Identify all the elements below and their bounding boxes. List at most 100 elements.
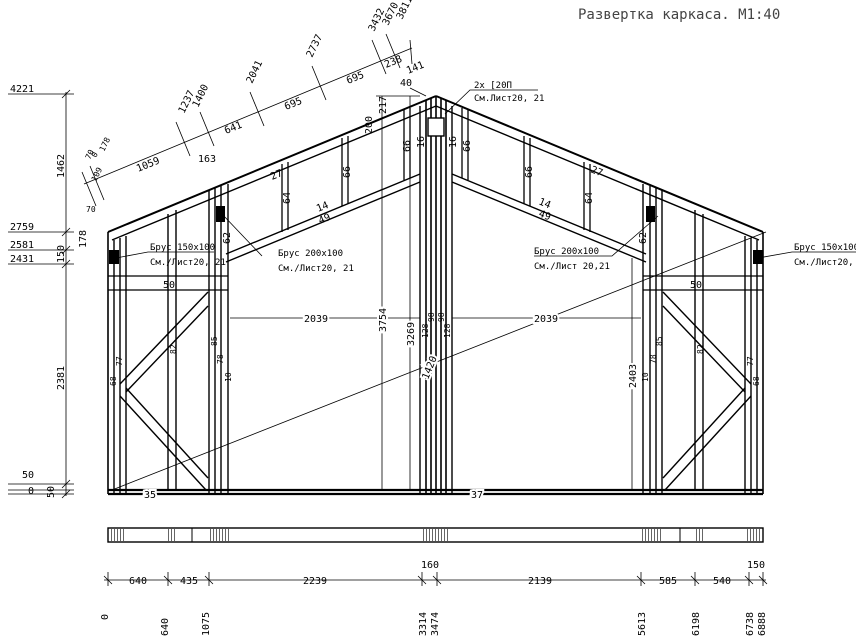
dim-150: 150 xyxy=(56,245,67,263)
callout-brus-inner-right-line1: Брус 200х100 xyxy=(534,247,599,257)
elev-0: 0 xyxy=(28,486,34,497)
seg-640: 640 xyxy=(129,576,147,587)
roof-dim-238: 238 xyxy=(383,54,404,71)
roof-dim-3811: 3811 xyxy=(395,0,415,21)
callout-brus-inner-right-line2: См./Лист 20,21 xyxy=(534,262,610,272)
dim-2381: 2381 xyxy=(56,366,67,390)
label-l49: 49 xyxy=(317,212,332,227)
callout-brus-right-line1: Брус 150х100 xyxy=(794,243,856,253)
seg-150: 150 xyxy=(747,560,765,571)
pos-6198: 6198 xyxy=(691,612,702,636)
label-r62: 62 xyxy=(638,232,649,244)
roof-dim-1059: 1059 xyxy=(135,156,161,175)
roof-dimension-lines xyxy=(81,33,413,207)
pos-640: 640 xyxy=(160,618,171,636)
seg-585: 585 xyxy=(659,576,677,587)
seg-160: 160 xyxy=(421,560,439,571)
label-r64: 64 xyxy=(584,192,595,204)
seg-2139: 2139 xyxy=(528,576,552,587)
label-r77: 77 xyxy=(746,356,755,366)
bottom-position-labels: 0 640 1075 3314 3474 5613 6198 6738 6888 xyxy=(100,612,768,636)
label-r10: 10 xyxy=(641,372,650,382)
label-r82: 82 xyxy=(696,344,705,354)
label-l27: 27 xyxy=(269,168,284,183)
label-r78: 78 xyxy=(649,354,658,364)
elev-2431: 2431 xyxy=(10,254,34,265)
label-l64: 64 xyxy=(282,192,293,204)
pos-3314: 3314 xyxy=(418,612,429,636)
label-200: 200 xyxy=(364,116,375,134)
pos-3474: 3474 xyxy=(430,612,441,636)
label-c128a: 128 xyxy=(421,323,430,338)
callout-brus-left-line1: Брус 150х100 xyxy=(150,243,215,253)
callout-brus-inner-left-line1: Брус 200х100 xyxy=(278,249,343,259)
callout-brus-inner-left-line2: См./Лист20, 21 xyxy=(278,264,354,274)
label-c98a: 98 xyxy=(427,312,436,322)
pos-5613: 5613 xyxy=(637,612,648,636)
roof-dim-1400: 1400 xyxy=(191,83,211,109)
dim-178: 178 xyxy=(78,230,89,248)
callout-ridge-line1: 2х [20П xyxy=(474,81,512,91)
label-l66: 66 xyxy=(402,140,413,152)
label-2403: 2403 xyxy=(628,364,639,388)
label-l82: 82 xyxy=(169,344,178,354)
elev-4221: 4221 xyxy=(10,84,34,95)
roof-dim-163: 163 xyxy=(198,154,216,165)
seg-435: 435 xyxy=(180,576,198,587)
label-r66b: 66 xyxy=(524,166,535,178)
label-l68: 68 xyxy=(109,376,118,386)
roof-dim-70a: 70 xyxy=(86,205,96,214)
plan-strip xyxy=(107,527,764,543)
label-l50: 50 xyxy=(163,280,175,291)
label-r66: 66 xyxy=(462,140,473,152)
label-b35: 35 xyxy=(144,490,156,501)
callout-brus-left-line2: См./Лист20, 21 xyxy=(150,258,226,268)
left-elevation-lines xyxy=(8,89,74,499)
bottom-dimensions xyxy=(103,572,768,586)
label-r50: 50 xyxy=(690,280,702,291)
label-r14: 14 xyxy=(537,197,552,212)
label-r49: 49 xyxy=(537,209,552,224)
label-l10: 10 xyxy=(224,372,233,382)
label-l62: 62 xyxy=(222,232,233,244)
pos-0: 0 xyxy=(100,614,111,620)
label-span-left: 2039 xyxy=(304,314,328,325)
label-l85: 85 xyxy=(210,336,219,346)
seg-540: 540 xyxy=(713,576,731,587)
roof-dim-695b: 695 xyxy=(345,70,366,87)
callout-texts: 2х [20П См.Лист20, 21 Брус 150х100 См./Л… xyxy=(150,81,856,274)
dim-1462: 1462 xyxy=(56,154,67,178)
roof-dim-70b: 70 xyxy=(84,148,96,161)
roof-dim-2041: 2041 xyxy=(245,59,265,85)
elev-50: 50 xyxy=(22,470,34,481)
roof-dimension-labels: 70 109 70 178 0 1059 163 1237 1400 641 2… xyxy=(84,0,426,214)
label-3269: 3269 xyxy=(406,322,417,346)
frame-structure xyxy=(107,95,764,496)
label-r16: 16 xyxy=(448,136,459,148)
label-c98b: 98 xyxy=(437,312,446,322)
elev-2759: 2759 xyxy=(10,222,34,233)
label-b37: 37 xyxy=(471,490,483,501)
roof-dim-141: 141 xyxy=(405,60,426,77)
callout-brus-right-line2: См./Лист20, 21 xyxy=(794,258,856,268)
dim-50: 50 xyxy=(46,486,57,498)
label-217: 217 xyxy=(378,96,389,114)
label-l78: 78 xyxy=(216,354,225,364)
roof-dim-0: 0 xyxy=(90,150,100,158)
roof-dim-109: 109 xyxy=(90,166,105,183)
elev-2581: 2581 xyxy=(10,240,34,251)
pos-1075: 1075 xyxy=(201,612,212,636)
label-1420: 1420 xyxy=(421,355,440,381)
roof-dim-2737: 2737 xyxy=(305,33,325,59)
roof-dim-178: 178 xyxy=(98,136,113,153)
left-elevation-labels: 4221 1462 2759 2581 2431 178 150 2381 50… xyxy=(10,84,89,498)
pos-6738: 6738 xyxy=(745,612,756,636)
label-l66b: 66 xyxy=(342,166,353,178)
bottom-segment-labels: 640 435 2239 160 2139 585 540 150 xyxy=(129,560,765,587)
label-span-right: 2039 xyxy=(534,314,558,325)
label-c128b: 128 xyxy=(443,323,452,338)
callout-ridge-line2: См.Лист20, 21 xyxy=(474,94,544,104)
roof-dim-695a: 695 xyxy=(283,96,304,113)
diagonal-dimension-line xyxy=(111,231,767,491)
